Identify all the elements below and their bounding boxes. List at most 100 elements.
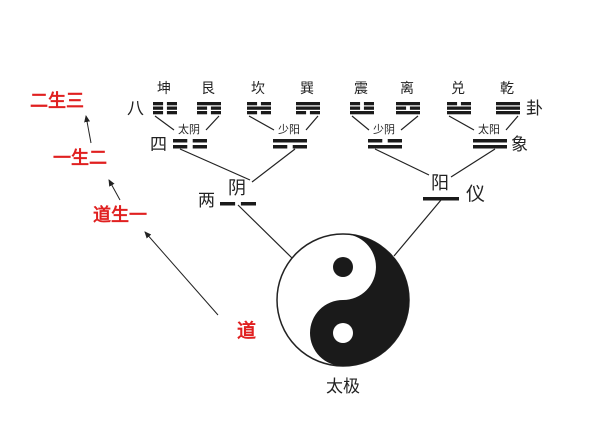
broken-line-left (153, 111, 164, 115)
broken-line-left (273, 145, 288, 149)
broken-line-right (166, 111, 177, 115)
solid-line (296, 106, 320, 110)
bigram-3 (473, 139, 507, 149)
monogram-row: 阴阳 (220, 173, 459, 206)
solid-line (473, 145, 507, 149)
solid-line (496, 111, 520, 115)
connector (305, 115, 319, 131)
label-liang: 两 (198, 191, 215, 211)
connector (374, 148, 430, 176)
connectors (154, 115, 519, 259)
broken-line-right (192, 145, 207, 149)
broken-line-right (192, 139, 207, 143)
broken-line-right (210, 111, 221, 115)
broken-line-left (173, 145, 188, 149)
bigram-row: 太阴 少阳 少阴 太阳 (173, 123, 507, 149)
bigram-0 (173, 139, 207, 149)
broken-line-left (396, 106, 407, 110)
bigram-name: 太阴 (178, 123, 200, 136)
label-dao-gives-one: 道生一 (93, 204, 147, 226)
solid-line (496, 106, 520, 110)
trigram-row: 坤艮坎巽震离兑乾 (153, 80, 520, 115)
broken-line-right (240, 202, 256, 206)
trigram-4 (350, 102, 374, 115)
solid-line (473, 139, 507, 143)
broken-line-left (197, 106, 208, 110)
broken-line-left (296, 111, 307, 115)
connector (205, 115, 220, 131)
trigram-3 (296, 102, 320, 115)
solid-line (496, 102, 520, 106)
bigram-2 (368, 139, 402, 149)
broken-line-right (460, 102, 471, 106)
bigram-name: 太阳 (478, 123, 500, 136)
connector (393, 199, 442, 257)
trigram-name: 乾 (500, 81, 514, 97)
monogram-name: 阳 (431, 173, 449, 194)
connector (251, 148, 296, 183)
broken-line-right (363, 102, 374, 106)
bigram-name: 少阴 (373, 123, 395, 136)
trigram-2 (247, 102, 271, 115)
connector (248, 115, 275, 131)
trigram-name: 艮 (201, 81, 215, 97)
solid-line (447, 111, 471, 115)
connector (450, 148, 496, 178)
label-yi: 仪 (466, 183, 485, 205)
trigram-7 (496, 102, 520, 115)
arrow-up-3 (84, 115, 92, 144)
monogram-name: 阴 (228, 178, 246, 199)
solid-line (396, 111, 420, 115)
trigram-1 (197, 102, 221, 115)
broken-line-left (350, 102, 361, 106)
broken-line-right (166, 102, 177, 106)
label-xiang: 象 (511, 135, 528, 155)
broken-line-right (387, 139, 402, 143)
broken-line-right (166, 106, 177, 110)
broken-line-left (368, 139, 383, 143)
trigram-name: 巽 (300, 81, 314, 97)
connector (448, 115, 475, 131)
connector (505, 115, 519, 131)
broken-line-left (447, 102, 458, 106)
label-si: 四 (150, 135, 167, 155)
broken-line-right (309, 111, 320, 115)
solid-line (396, 102, 420, 106)
broken-line-right (260, 102, 271, 106)
monogram-1 (423, 197, 459, 201)
arrow-up-1 (144, 231, 219, 316)
label-one-gives-two: 一生二 (53, 147, 107, 169)
label-gua: 卦 (526, 99, 543, 119)
solid-line (247, 106, 271, 110)
taiji-symbol-icon (276, 233, 410, 367)
trigram-name: 坤 (157, 81, 171, 97)
broken-line-left (350, 106, 361, 110)
arrow-up-2 (108, 179, 121, 201)
broken-line-left (247, 102, 258, 106)
label-dao: 道 (237, 319, 256, 342)
connector (400, 115, 419, 131)
trigram-5 (396, 102, 420, 115)
trigram-name: 坎 (251, 81, 265, 97)
broken-line-left (153, 106, 164, 110)
trigram-name: 兑 (451, 81, 465, 97)
connector (351, 115, 370, 131)
label-two-gives-three: 二生三 (30, 90, 84, 112)
connector (179, 148, 251, 181)
monogram-0 (220, 202, 256, 206)
bigram-name: 少阳 (278, 123, 300, 136)
broken-line-right (292, 145, 307, 149)
trigram-6 (447, 102, 471, 115)
label-taiji: 太极 (326, 377, 360, 397)
broken-line-left (197, 111, 208, 115)
connector (237, 204, 293, 259)
label-ba: 八 (127, 99, 144, 119)
broken-line-right (260, 111, 271, 115)
solid-line (350, 111, 374, 115)
bigram-1 (273, 139, 307, 149)
connector (154, 115, 175, 131)
trigram-0 (153, 102, 177, 115)
broken-line-right (363, 106, 374, 110)
broken-line-left (220, 202, 236, 206)
